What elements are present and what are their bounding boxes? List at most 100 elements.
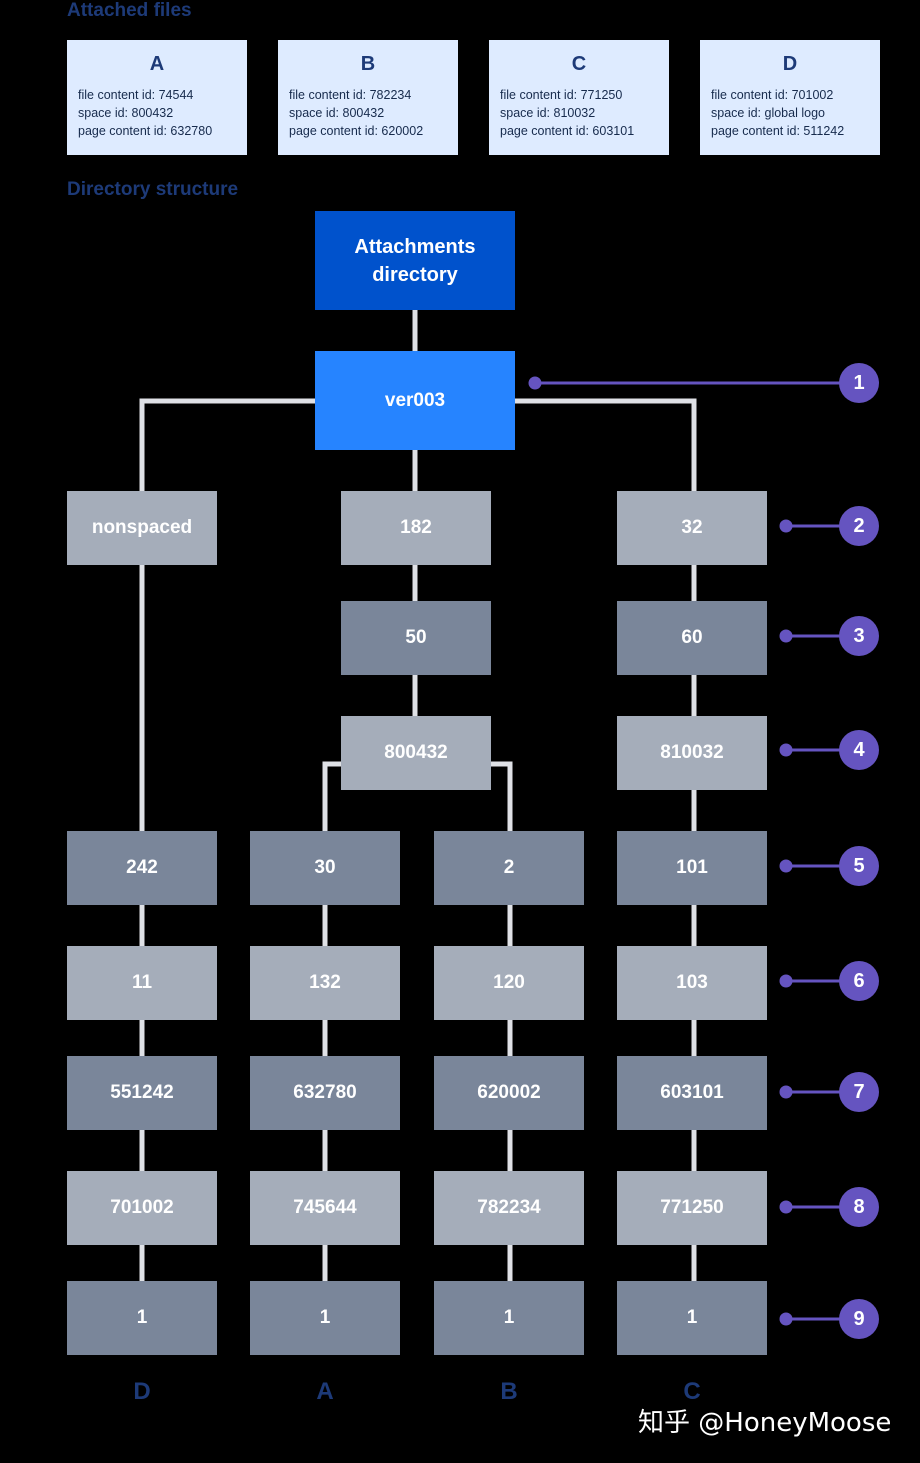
marker-dot-7 [779,1085,793,1099]
level-marker-6: 6 [839,961,879,1001]
file-card-a: A file content id: 74544 space id: 80043… [67,40,247,155]
file-card-b: B file content id: 782234 space id: 8004… [278,40,458,155]
node-label: 11 [131,972,153,993]
level-marker-3: 3 [839,616,879,656]
node-level8-d: 701002 [67,1171,217,1245]
node-level2-ab: 182 [341,491,491,565]
node-level6-b: 120 [434,946,584,1020]
node-label: 1 [319,1307,331,1328]
marker-dot-5 [779,859,793,873]
directory-structure-title: Directory structure [67,179,239,200]
space-id: space id: 800432 [78,106,174,120]
attached-files-title: Attached files [67,0,192,21]
node-level9-c: 1 [617,1281,767,1355]
page-content-id: page content id: 620002 [289,124,424,138]
file-letter: B [360,53,376,75]
node-level9-d: 1 [67,1281,217,1355]
column-label-a: A [316,1378,334,1405]
marker-dot-6 [779,974,793,988]
node-label: 50 [405,627,427,648]
level-marker-1: 1 [839,363,879,403]
page-content-id: page content id: 511242 [711,124,845,138]
level-marker-2: 2 [839,506,879,546]
node-label: 2 [503,857,515,878]
node-label: 1 [686,1307,698,1328]
node-level9-a: 1 [250,1281,400,1355]
node-label: 242 [126,857,158,878]
file-content-id: file content id: 701002 [711,88,834,102]
marker-dot-1 [528,376,542,390]
node-level3-c: 60 [617,601,767,675]
level-marker-4: 4 [839,730,879,770]
node-label: 120 [493,972,525,993]
node-label: 60 [681,627,703,648]
node-label: 101 [676,857,708,878]
node-label: 1 [503,1307,515,1328]
column-label-b: B [500,1378,518,1405]
page-content-id: page content id: 603101 [500,124,635,138]
node-level6-a: 132 [250,946,400,1020]
node-level4-ab: 800432 [341,716,491,790]
node-label: 782234 [477,1197,541,1218]
node-label: 701002 [110,1197,174,1218]
space-id: space id: 810032 [500,106,596,120]
node-label: 745644 [293,1197,357,1218]
node-level5-c: 101 [617,831,767,905]
marker-dot-3 [779,629,793,643]
node-label: Attachments directory [354,235,476,286]
node-level5-d: 242 [67,831,217,905]
connector-ab-branch-a [322,761,342,832]
node-label: 810032 [660,742,724,763]
file-content-id: file content id: 771250 [500,88,623,102]
node-label: 1 [136,1307,148,1328]
node-level7-d: 551242 [67,1056,217,1130]
node-label: 771250 [660,1197,724,1218]
file-letter: C [571,53,587,75]
space-id: space id: 800432 [289,106,385,120]
node-version: ver003 [315,351,515,450]
file-letter: A [149,53,165,75]
level-marker-9: 9 [839,1299,879,1339]
node-label: 103 [676,972,708,993]
marker-dot-9 [779,1312,793,1326]
marker-dot-2 [779,519,793,533]
connector-version-d [139,398,316,492]
marker-dot-4 [779,743,793,757]
node-label: 632780 [293,1082,357,1103]
node-label: 551242 [110,1082,174,1103]
file-card-c: C file content id: 771250 space id: 8100… [489,40,669,155]
node-label: 620002 [477,1082,541,1103]
connector-ab-branch-b [490,761,513,832]
node-label: 132 [309,972,341,993]
node-label: 182 [400,517,432,538]
page-content-id: page content id: 632780 [78,124,213,138]
column-label-d: D [133,1378,151,1405]
node-level6-d: 11 [67,946,217,1020]
node-label: 603101 [660,1082,724,1103]
file-letter: D [782,53,798,75]
marker-dot-8 [779,1200,793,1214]
node-label: 30 [314,857,336,878]
node-level7-b: 620002 [434,1056,584,1130]
level-marker-7: 7 [839,1072,879,1112]
node-level7-a: 632780 [250,1056,400,1130]
node-level8-a: 745644 [250,1171,400,1245]
node-level5-a: 30 [250,831,400,905]
watermark: 知乎 @HoneyMoose [638,1408,892,1438]
file-content-id: file content id: 782234 [289,88,412,102]
file-content-id: file content id: 74544 [78,88,194,102]
node-level8-b: 782234 [434,1171,584,1245]
level-marker-8: 8 [839,1187,879,1227]
node-level6-c: 103 [617,946,767,1020]
node-level2-c: 32 [617,491,767,565]
node-level8-c: 771250 [617,1171,767,1245]
space-id: space id: global logo [711,106,825,120]
node-level4-c: 810032 [617,716,767,790]
node-level9-b: 1 [434,1281,584,1355]
node-label: 800432 [384,742,448,763]
node-label: ver003 [384,389,446,411]
node-level3-ab: 50 [341,601,491,675]
node-level7-c: 603101 [617,1056,767,1130]
node-level5-b: 2 [434,831,584,905]
node-level2-d: nonspaced [67,491,217,565]
